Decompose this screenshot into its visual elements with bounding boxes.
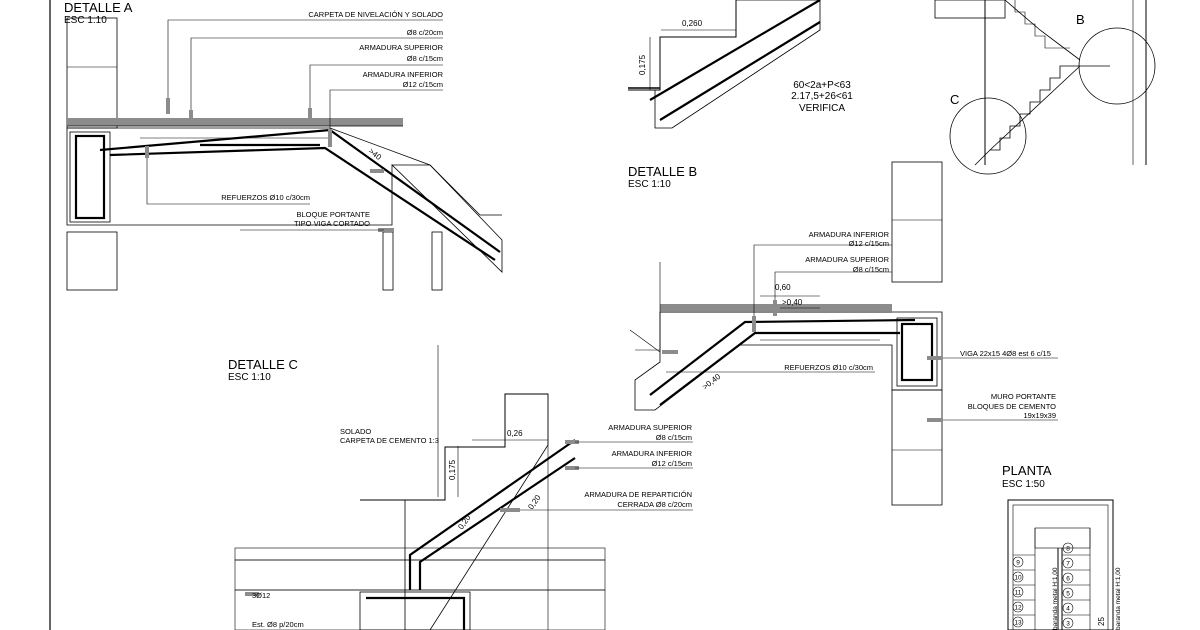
detail-b: DETALLE B ESC 1:10: [628, 161, 1058, 506]
note-bloque-2: TIPO VIGA CORTADO: [294, 219, 370, 228]
step-num-5: 5: [1066, 591, 1070, 598]
planta-steps-left: 9 10 11 12 13: [1012, 554, 1035, 628]
note-sup-bar: Ø8 c/15cm: [407, 54, 443, 63]
callout-circle-c: [949, 97, 1027, 175]
beam-section: [69, 131, 111, 223]
key-plan: B C: [934, 0, 1156, 175]
note-b-muro-2: BLOQUES DE CEMENTO: [968, 402, 1056, 411]
planta-scale: ESC 1:50: [1002, 479, 1045, 490]
dim-tread: 0,260: [682, 19, 703, 28]
step-detail: 0,260 0,175 60<2a+P<63 2.17,5+26<61 VERI…: [628, 0, 853, 129]
step-num-9: 9: [1016, 560, 1020, 567]
dim-b-040: >0,40: [782, 298, 803, 307]
note-b-inf-bar: Ø12 c/15cm: [849, 239, 889, 248]
planta: PLANTA ESC 1:50 9 10 11 12 13: [1002, 463, 1122, 630]
note-c-rep: ARMADURA DE REPARTICIÓN: [584, 490, 692, 499]
note-c-sup: ARMADURA SUPERIOR: [608, 423, 692, 432]
note-b-inf: ARMADURA INFERIOR: [809, 230, 890, 239]
note-c-inf: ARMADURA INFERIOR: [612, 449, 693, 458]
note-b-refuerzos: REFUERZOS Ø10 c/30cm: [784, 363, 873, 372]
callout-circle-b: [1078, 27, 1156, 105]
step-num-7: 7: [1066, 561, 1070, 568]
step-num-8: 8: [1066, 546, 1070, 553]
step-num-13: 13: [1014, 620, 1022, 627]
note-inf-bar: Ø12 c/15cm: [403, 80, 443, 89]
step-num-3: 3: [1066, 621, 1070, 628]
detail-b-scale: ESC 1:10: [628, 179, 671, 190]
note-bloque-1: BLOQUE PORTANTE: [297, 210, 371, 219]
detail-a: DETALLE A ESC 1:10: [64, 0, 503, 291]
note-inf: ARMADURA INFERIOR: [363, 70, 444, 79]
detail-a-scale: ESC 1:10: [64, 15, 107, 26]
rail-label-right: baranda metal H:1,00: [1115, 567, 1122, 630]
dim-c-026: 0,26: [507, 429, 523, 438]
dim-b-060: 0,60: [775, 283, 791, 292]
note-b-viga: VIGA 22x15 4Ø8 est 6 c/15: [960, 349, 1051, 358]
note-c-inf-bar: Ø12 c/15cm: [652, 459, 692, 468]
planta-outline: [1007, 499, 1114, 630]
screed-layer: [67, 118, 403, 126]
step-num-12: 12: [1014, 605, 1022, 612]
planta-title: PLANTA: [1002, 463, 1052, 478]
note-sup: ARMADURA SUPERIOR: [359, 43, 443, 52]
detail-b-title: DETALLE B: [628, 164, 697, 179]
beam-b: [896, 317, 938, 387]
note-b-muro-3: 19x19x39: [1023, 411, 1056, 420]
dim-a-40: >40: [367, 146, 384, 162]
planta-dim-25: 25: [1097, 617, 1106, 626]
note-b-sup-bar: Ø8 c/15cm: [853, 265, 889, 274]
note-carpeta-bar: Ø8 c/20cm: [407, 28, 443, 37]
note-c-est: Est. Ø8 p/20cm: [252, 620, 304, 629]
note-refuerzos: REFUERZOS Ø10 c/30cm: [221, 193, 310, 202]
verify-line-2: 2.17,5+26<61: [791, 91, 853, 102]
note-c-carpeta: CARPETA DE CEMENTO 1:3: [340, 436, 439, 445]
detail-a-title: DETALLE A: [64, 0, 133, 15]
note-b-sup: ARMADURA SUPERIOR: [805, 255, 889, 264]
note-c-bars: 3Ø12: [252, 591, 270, 600]
detail-c: DETALLE C ESC 1:10 SOLADO CARPETA DE CEM…: [228, 345, 693, 630]
note-c-rep-bar: CERRADA Ø8 c/20cm: [617, 500, 692, 509]
note-c-solado: SOLADO: [340, 427, 371, 436]
planta-steps-right: 8 7 6 5 4 3: [1062, 542, 1090, 629]
masonry-wall-upper: [66, 17, 118, 129]
note-carpeta: CARPETA DE NIVELACIÓN Y SOLADO: [308, 10, 443, 19]
lower-rebar: [109, 146, 496, 261]
dim-c-0175: 0,175: [448, 459, 457, 480]
landing-slab: [66, 127, 503, 273]
step-num-11: 11: [1015, 590, 1022, 597]
detail-c-title: DETALLE C: [228, 357, 298, 372]
step-num-4: 4: [1066, 606, 1070, 613]
masonry-wall-lower: [66, 231, 118, 291]
step-num-6: 6: [1066, 576, 1070, 583]
rail-label-left: baranda metal H:1,00: [1052, 567, 1059, 630]
verify-line-1: 60<2a+P<63: [793, 80, 851, 91]
detail-c-scale: ESC 1:10: [228, 372, 271, 383]
callout-label-b: B: [1076, 12, 1085, 27]
dim-rise: 0,175: [638, 54, 647, 75]
note-b-muro-1: MURO PORTANTE: [991, 392, 1056, 401]
note-c-sup-bar: Ø8 c/15cm: [656, 433, 692, 442]
dim-c-020-b: 0,20: [526, 493, 543, 511]
verify-line-3: VERIFICA: [799, 103, 845, 114]
callout-label-c: C: [950, 92, 959, 107]
dim-b-040-slope: >0,40: [701, 372, 723, 392]
step-num-10: 10: [1014, 575, 1022, 582]
